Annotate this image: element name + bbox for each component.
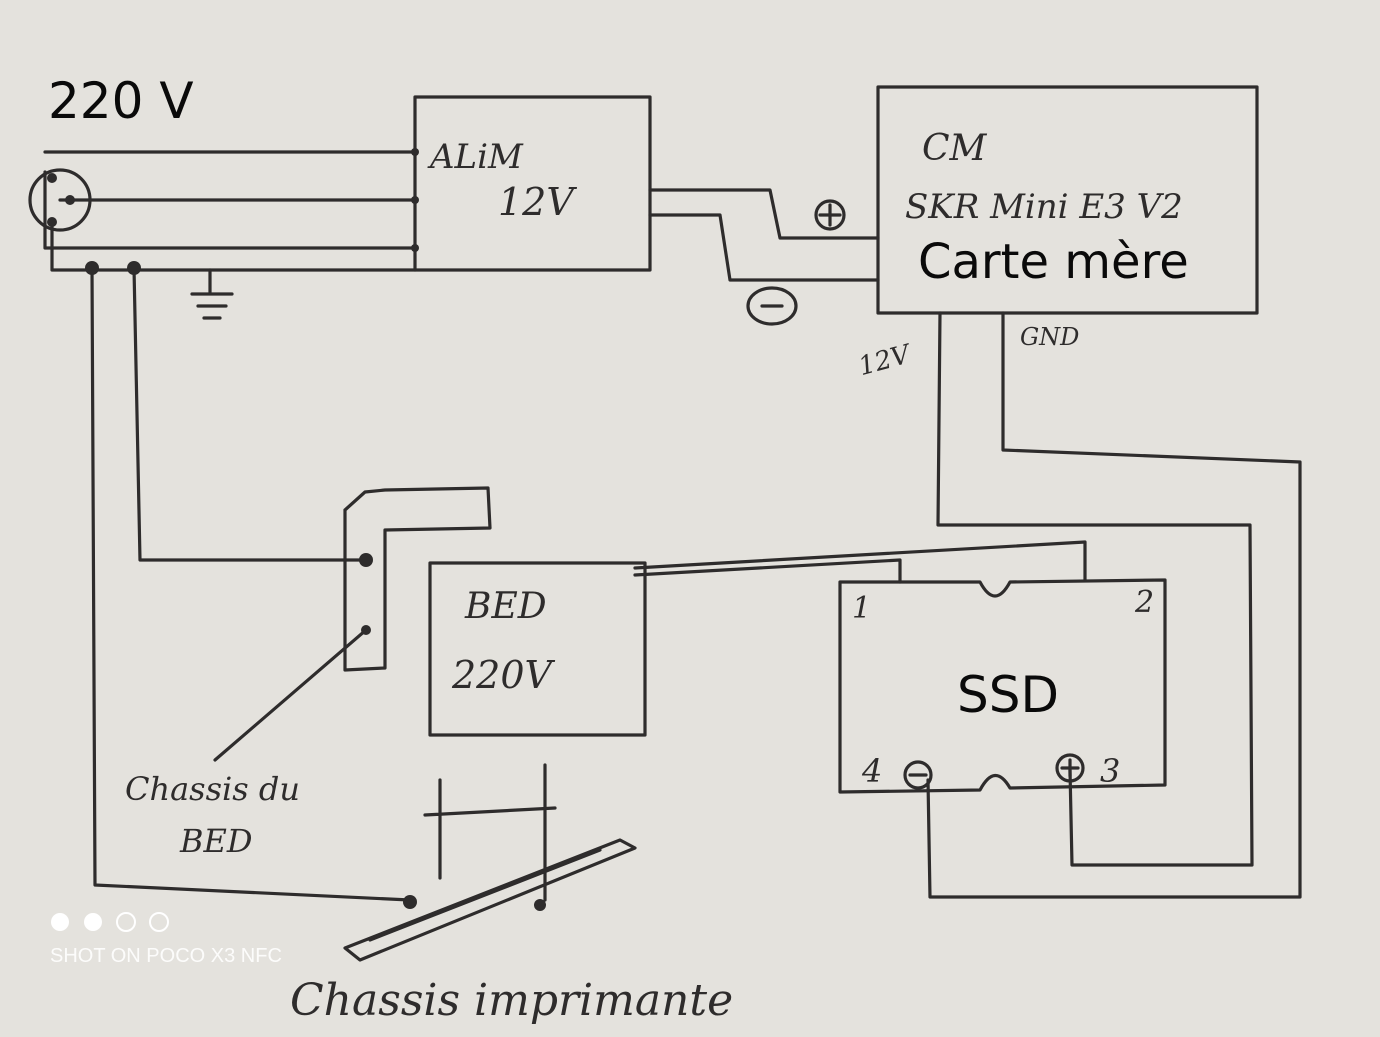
bed-chassis-pointer bbox=[213, 628, 368, 762]
printer-chassis-label: Chassis imprimante bbox=[290, 975, 733, 1026]
bed-chassis-label-line1: Chassis du bbox=[125, 770, 300, 808]
ssd-pin3-label: 3 bbox=[1100, 752, 1120, 790]
mains-voltage-label: 220 V bbox=[48, 72, 194, 130]
bed-box bbox=[428, 561, 647, 737]
board-label-line2: SKR Mini E3 V2 bbox=[905, 187, 1183, 227]
wire-gnd-label: GND bbox=[1020, 323, 1079, 351]
earth-to-printer-chassis-wire bbox=[90, 266, 412, 902]
wire-gnd bbox=[926, 311, 1302, 899]
ssd-pin2-label: 2 bbox=[1134, 585, 1154, 620]
minus-terminal-icon bbox=[746, 286, 798, 326]
ground-symbol bbox=[190, 268, 234, 320]
board-label-line1: CM bbox=[922, 128, 988, 169]
ssd-label: SSD bbox=[957, 666, 1059, 724]
printer-chassis bbox=[343, 763, 637, 962]
ssd-minus-icon bbox=[903, 760, 933, 790]
wire-12v bbox=[936, 311, 1254, 867]
psu-box bbox=[413, 95, 652, 272]
ssd-box bbox=[838, 578, 1167, 794]
ssd-pin4-label: 4 bbox=[861, 752, 882, 790]
psu-label-line1: ALiM bbox=[427, 137, 524, 177]
bed-label-line1: BED bbox=[464, 586, 547, 627]
earth-to-bed-chassis-wire bbox=[132, 266, 368, 562]
ssd-pin1-label: 1 bbox=[852, 591, 871, 626]
bed-to-ssd-pin1-wire bbox=[633, 558, 902, 584]
plus-terminal-icon bbox=[814, 199, 846, 231]
psu-label-line2: 12V bbox=[498, 180, 577, 224]
bed-chassis-label-line2: BED bbox=[179, 822, 253, 860]
bed-label-line2: 220V bbox=[451, 653, 556, 697]
bed-to-ssd-pin2-wire bbox=[633, 540, 1087, 582]
board-box bbox=[876, 85, 1259, 315]
board-caption: Carte mère bbox=[918, 234, 1189, 290]
camera-watermark-text: SHOT ON POCO X3 NFC bbox=[50, 945, 282, 967]
ssd-plus-icon bbox=[1055, 753, 1085, 783]
camera-watermark-dots bbox=[51, 912, 169, 932]
psu-to-board-wires bbox=[648, 188, 880, 282]
